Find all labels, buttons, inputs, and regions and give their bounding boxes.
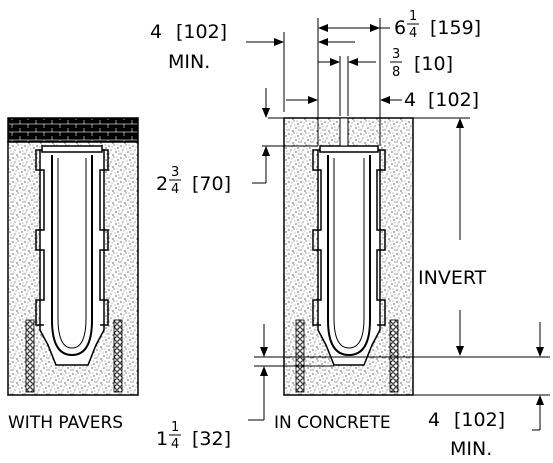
paver-layer [7, 117, 139, 143]
channel-profile-right [312, 149, 386, 326]
channel-profile-left [35, 149, 109, 326]
dimension-lines [246, 18, 550, 431]
rebar-anchor-right-1 [295, 319, 305, 393]
svg-text:[32]: [32] [192, 428, 231, 450]
top-slot [339, 117, 349, 147]
svg-text:2: 2 [156, 173, 168, 195]
svg-text:1: 1 [171, 420, 179, 435]
in-concrete-view [283, 117, 414, 396]
trough-inner-right [333, 158, 365, 349]
invert-label: INVERT [418, 267, 487, 289]
rebar-anchor-right-2 [389, 319, 399, 393]
trough-inner-left [57, 158, 87, 349]
trough-left [51, 155, 93, 357]
bottom-depth-label: 1 1 4 [32] [156, 420, 231, 452]
svg-text:[102]: [102] [428, 89, 479, 111]
min-bottom-label: 4 [102] MIN. [428, 409, 505, 460]
svg-text:3: 3 [392, 47, 400, 62]
rebar-anchor-left-1 [25, 319, 35, 393]
svg-text:4: 4 [171, 182, 179, 197]
in-concrete-caption: IN CONCRETE [274, 413, 391, 433]
svg-text:3: 3 [171, 165, 179, 180]
wall-offset-label: 4 [102] [404, 89, 479, 111]
svg-text:1: 1 [409, 9, 417, 24]
with-pavers-caption: WITH PAVERS [8, 413, 123, 433]
svg-text:[10]: [10] [414, 53, 453, 75]
svg-text:4: 4 [409, 26, 417, 41]
svg-text:4: 4 [404, 89, 416, 111]
overall-width-label: 6 1 4 [159] [394, 9, 481, 41]
rebar-anchor-left-2 [113, 319, 123, 393]
grate-left [41, 145, 103, 153]
grate-right [319, 145, 379, 153]
svg-text:4: 4 [171, 437, 179, 452]
top-depth-label: 2 3 4 [70] [156, 165, 231, 197]
with-pavers-view [7, 117, 139, 396]
min-side-top-label: 4 [102] MIN. [150, 21, 227, 73]
svg-text:[102]: [102] [454, 409, 505, 431]
svg-text:8: 8 [392, 65, 400, 80]
svg-text:[70]: [70] [192, 173, 231, 195]
svg-text:4: 4 [428, 409, 440, 431]
svg-text:1: 1 [156, 428, 168, 450]
channel-body-left [39, 149, 105, 366]
svg-text:MIN.: MIN. [450, 438, 492, 460]
trough-right [327, 155, 371, 357]
svg-text:[102]: [102] [176, 21, 227, 43]
slot-width-label: 3 8 [10] [390, 47, 453, 80]
svg-text:MIN.: MIN. [168, 51, 210, 73]
svg-text:6: 6 [394, 17, 406, 39]
svg-text:4: 4 [150, 21, 162, 43]
svg-text:[159]: [159] [430, 17, 481, 39]
